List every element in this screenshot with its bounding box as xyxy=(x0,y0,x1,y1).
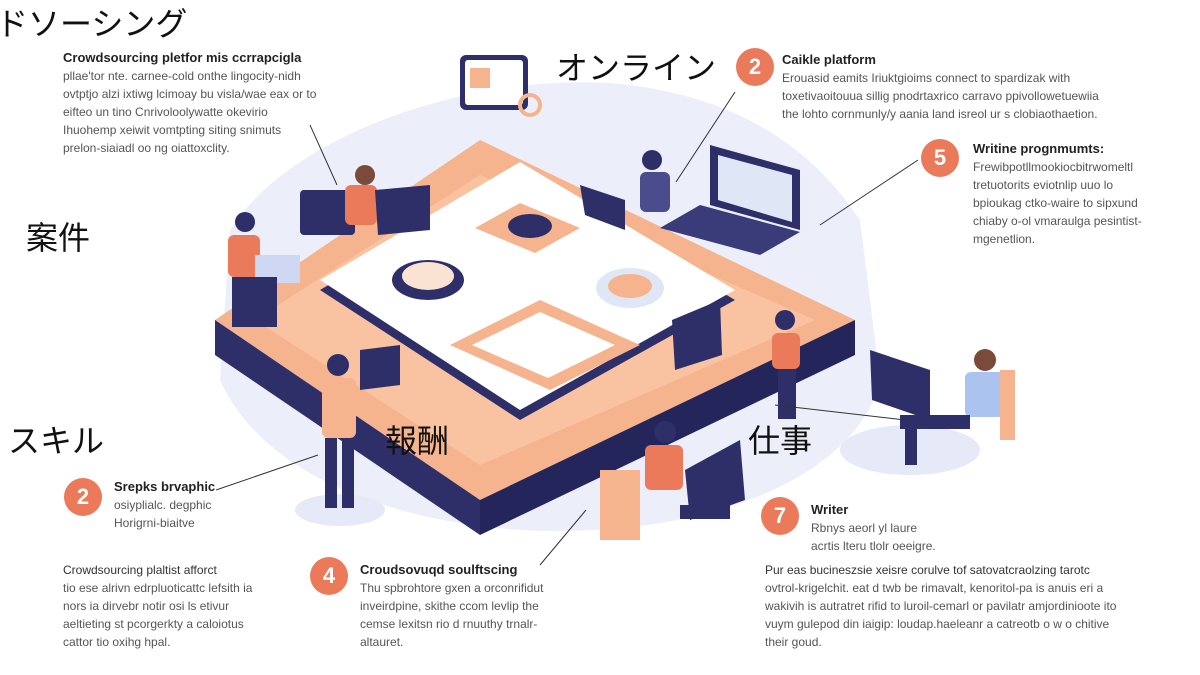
sourcing-title: Croudsovuqd soulftscing xyxy=(360,562,518,577)
label-projects: 案件 xyxy=(26,219,91,257)
paragraph-line: tio ese alrivn edrpluoticattc lefsith ia xyxy=(63,581,253,595)
leader-lines xyxy=(215,91,919,566)
intro-line: Ihuohemp xeiwit vomtpting siting snimuts xyxy=(63,123,282,137)
paragraph-left: Crowdsourcing plaltist afforct tio ese a… xyxy=(63,561,252,651)
graphic-title: Srepks brvaphic xyxy=(114,479,216,494)
writing-line: chiaby o-ol vmaraulga pesintist- xyxy=(973,214,1142,228)
paragraph-right: Pur eas bucineszsie xeisre corulve tof s… xyxy=(765,561,1116,651)
intro-title: Crowdsourcing pletfor mis ccrrapcigla xyxy=(63,50,302,65)
intro-line: ovtptjo alzi ixtiwg lcimoay bu visla/wae… xyxy=(63,87,317,101)
graphic-line: Horigrni-biaitve xyxy=(114,516,195,530)
paragraph-line: their goud. xyxy=(765,635,822,649)
paragraph-line: nors ia dirvebr notir osi ls etivur xyxy=(63,599,230,613)
intro-block: Crowdsourcing pletfor mis ccrrapcigla pl… xyxy=(63,49,316,157)
writing-title: Writine prognmumts: xyxy=(973,141,1105,156)
label-online: オンライン xyxy=(556,49,717,87)
intro-line: pllae'tor nte. carnee-cold onthe lingoci… xyxy=(63,69,301,83)
sourcing-line: cemse lexitsn rio d rnuuthy trnalr- xyxy=(360,617,538,631)
intro-line: eifteo un tino Cnrivoloolywatte okevirio xyxy=(63,105,268,119)
platform-line: Erouasid eamits Iriuktgioims connect to … xyxy=(782,71,1071,85)
step-badge-5: 5 xyxy=(921,139,959,177)
graphic-block: Srepks brvaphic osiyplialc. degphic Hori… xyxy=(114,478,215,532)
paragraph-line: aeltieting st pcorgerkty a caloiotus xyxy=(63,617,244,631)
platform-line: the lohto cornmunly/y aania land isreol … xyxy=(782,107,1098,121)
platform-line: toxetivaoitouua sillig pnodrtaxrico carr… xyxy=(782,89,1099,103)
sourcing-line: inveirdpine, skithe ccom levlip the xyxy=(360,599,539,613)
step-badge-7: 7 xyxy=(761,497,799,535)
label-skills: スキル xyxy=(8,422,105,460)
sourcing-line: altauret. xyxy=(360,635,404,649)
platform-title: Caikle platform xyxy=(782,52,876,67)
sourcing-block: Croudsovuqd soulftscing Thu spbrohtore g… xyxy=(360,561,543,651)
step-badge-2a: 2 xyxy=(736,48,774,86)
writing-line: bpioukag ctko-waire to sipxund xyxy=(973,196,1138,210)
paragraph-line: Pur eas bucineszsie xeisre corulve tof s… xyxy=(765,563,1090,577)
people-with-laptops xyxy=(228,145,1015,540)
writer-line: acrtis lteru tlolr oeeigre. xyxy=(811,539,936,553)
paragraph-line: wakivih is autratret rifid to luroil-cem… xyxy=(765,599,1117,613)
label-reward: 報酬 xyxy=(385,422,450,460)
label-work: 仕事 xyxy=(748,422,813,460)
step-badge-2b: 2 xyxy=(64,478,102,516)
paragraph-line: Crowdsourcing plaltist afforct xyxy=(63,563,217,577)
writer-title: Writer xyxy=(811,502,849,517)
writer-block: Writer Rbnys aeorl yl laure acrtis lteru… xyxy=(811,501,936,555)
step-badge-4: 4 xyxy=(310,557,348,595)
writer-line: Rbnys aeorl yl laure xyxy=(811,521,918,535)
sourcing-line: Thu spbrohtore gxen a orconrifidut xyxy=(360,581,544,595)
paragraph-line: cattor tio oxihg hpal. xyxy=(63,635,171,649)
writing-line: Frewibpotllmookiocbitrwomeltl xyxy=(973,160,1134,174)
floating-chat-card xyxy=(460,55,542,117)
paragraph-line: ovtrol-krigelchit. eat d twb be rimavalt… xyxy=(765,581,1104,595)
paragraph-line: vuym gulepod din iaigip: loudap.haeleanr… xyxy=(765,617,1110,631)
intro-line: prelon-siaiadl oo ng oiattoxclity. xyxy=(63,141,230,155)
platform-block: Caikle platform Erouasid eamits Iriuktgi… xyxy=(782,51,1099,123)
writing-line: tretuotorits eviotnlip uuo lo xyxy=(973,178,1114,192)
graphic-line: osiyplialc. degphic xyxy=(114,498,212,512)
label-crowdsourcing: ドソーシング xyxy=(0,5,188,43)
writing-line: mgenetlion. xyxy=(973,232,1036,246)
writing-block: Writine prognmumts: Frewibpotllmookiocbi… xyxy=(973,140,1142,248)
